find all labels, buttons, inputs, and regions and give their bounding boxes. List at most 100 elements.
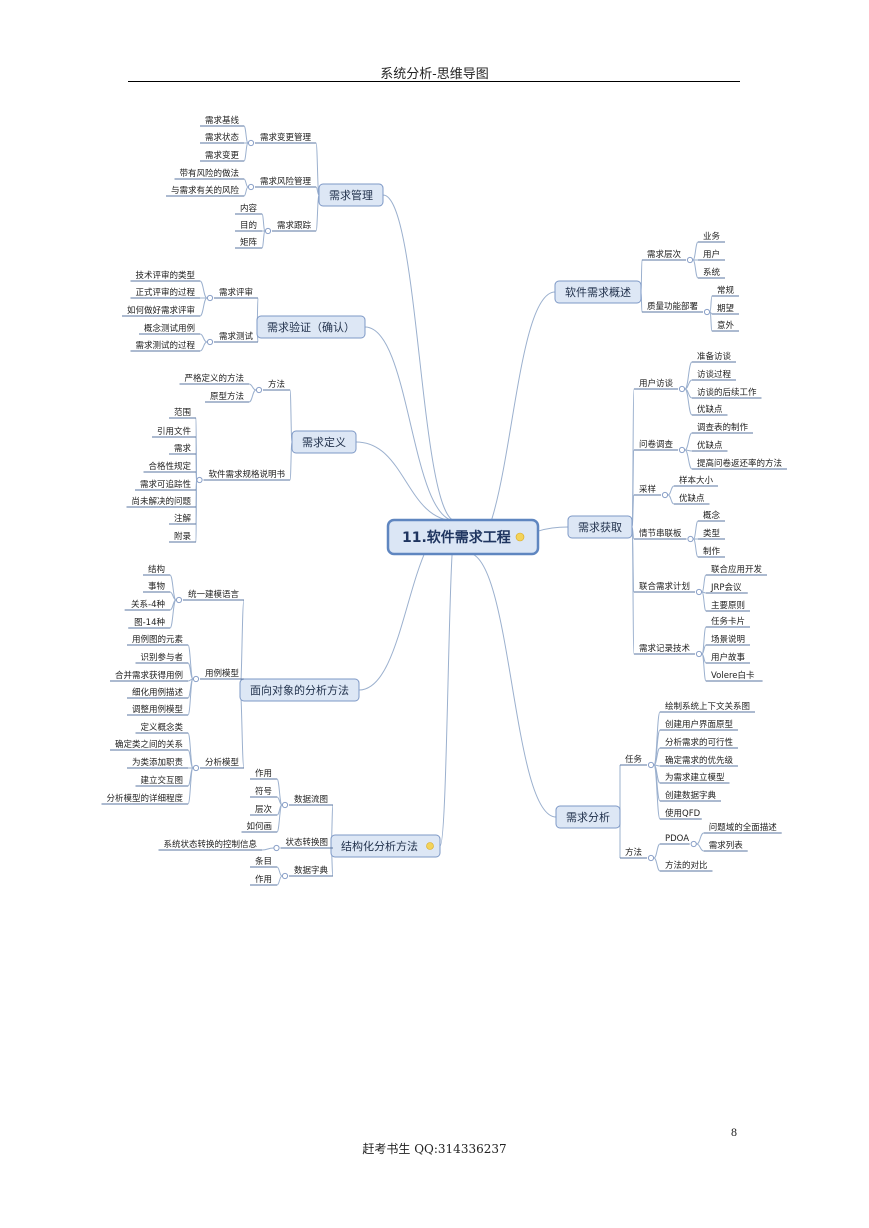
connector	[243, 142, 249, 162]
leaf-3-0-2: 关系-4种	[131, 599, 165, 610]
subtopic-r-1-4: 联合需求计划	[639, 581, 690, 592]
central-topic: 11.软件需求工程	[402, 529, 511, 546]
leaf-1-0-0: 技术评审的类型	[135, 270, 195, 281]
collapse-dot[interactable]	[281, 872, 289, 880]
connector	[243, 125, 249, 144]
leaf-2-1-7: 附录	[174, 531, 192, 542]
connector	[382, 194, 457, 522]
connector	[467, 291, 556, 554]
branch-3-box[interactable]	[239, 678, 360, 702]
leaf-2-1-6: 注解	[174, 513, 192, 524]
collapse-dot[interactable]	[247, 139, 255, 147]
collapse-dot[interactable]	[647, 761, 655, 769]
collapse-dot[interactable]	[206, 294, 214, 302]
branch-0: 需求管理	[329, 188, 373, 202]
collapse-dot[interactable]	[695, 650, 703, 658]
connector	[248, 383, 257, 391]
branch-1-box[interactable]	[256, 315, 366, 339]
connector	[692, 259, 699, 279]
subtopic-4-0: 数据流图	[294, 794, 328, 805]
collapse-dot[interactable]	[695, 588, 703, 596]
lightbulb-icon	[515, 532, 525, 542]
subtopic-0-1: 需求风险管理	[260, 176, 312, 187]
subtopic-r-1-5: 需求记录技术	[639, 643, 691, 654]
leaf-3-2-0: 定义概念类	[140, 722, 183, 733]
leaf-2-1-2: 需求	[174, 443, 192, 454]
leaf-2-0-1: 原型方法	[210, 391, 244, 402]
leaf-r-0-0-0: 业务	[703, 231, 721, 242]
connector	[653, 843, 661, 859]
collapse-dot[interactable]	[686, 256, 694, 264]
leaf-3-0-1: 事物	[148, 581, 166, 592]
collapse-dot[interactable]	[175, 596, 183, 604]
connector	[653, 857, 661, 872]
leaf-2-1-3: 合格性规定	[148, 461, 191, 472]
branch-r-1-box[interactable]	[567, 515, 633, 539]
collapse-dot[interactable]	[196, 476, 203, 484]
collapse-dot[interactable]	[678, 385, 686, 393]
collapse-dot[interactable]	[192, 675, 200, 683]
collapse-dot[interactable]	[661, 491, 669, 499]
leaf-r-1-4-1: JRP会议	[710, 582, 742, 593]
leaf-r-1-4-0: 联合应用开发	[711, 564, 763, 575]
connector	[243, 186, 249, 197]
collapse-dot[interactable]	[264, 227, 272, 235]
leaf-r-2-0-0: 绘制系统上下文关系图	[665, 701, 750, 712]
leaf-r-2-0-4: 为需求建立模型	[665, 772, 725, 783]
connector	[239, 689, 245, 769]
subtopic-r-0-0: 需求层次	[647, 249, 682, 260]
page-header: 系统分析-思维导图	[380, 67, 489, 82]
branch-2-box[interactable]	[291, 430, 357, 454]
branch-r-2-box[interactable]	[555, 805, 621, 829]
connector	[199, 333, 208, 343]
leaf-4-2-0: 条目	[255, 856, 272, 867]
collapse-dot[interactable]	[247, 183, 255, 191]
leaf-r-0-1-1: 期望	[717, 303, 735, 314]
branch-2: 需求定义	[302, 435, 346, 449]
leaf-1-1-0: 概念测试用例	[144, 323, 195, 334]
subtopic-r-1-0: 用户访谈	[639, 378, 674, 389]
leaf-r-2-0-6: 使用QFD	[665, 808, 701, 819]
collapse-dot[interactable]	[206, 338, 214, 346]
leaf-3-1-4: 调整用例模型	[132, 704, 184, 715]
collapse-dot[interactable]	[255, 386, 263, 394]
subtopic-2-0: 方法	[268, 379, 285, 390]
collapse-dot[interactable]	[647, 854, 655, 862]
collapse-dot[interactable]	[690, 840, 697, 848]
leaf-4-1-0: 系统状态转换的控制信息	[163, 839, 257, 850]
leaf-3-2-1: 确定类之间的关系	[115, 739, 183, 750]
branch-4-box[interactable]	[330, 834, 441, 858]
connector	[693, 520, 699, 540]
branch-0-box[interactable]	[318, 183, 384, 207]
branch-r-1: 需求获取	[578, 521, 622, 534]
connector	[701, 591, 707, 612]
connector	[187, 662, 194, 680]
connector	[187, 749, 194, 769]
branch-3: 面向对象的分析方法	[250, 683, 349, 697]
subtopic-1-1: 需求测试	[219, 331, 254, 342]
subtopic-r-2-1-0: PDOA	[665, 834, 689, 844]
subtopic-r-1-2: 采样	[639, 484, 657, 495]
collapse-dot[interactable]	[192, 764, 200, 772]
leaf-r-1-1-0: 调查表的制作	[697, 422, 749, 433]
collapse-dot[interactable]	[678, 446, 686, 454]
page-footer: 赶考书生 QQ:314336237	[362, 1142, 507, 1156]
connector	[667, 485, 675, 496]
subtopic-1-0: 需求评审	[219, 287, 253, 298]
branch-1: 需求验证（确认）	[267, 320, 355, 334]
collapse-dot[interactable]	[273, 844, 280, 852]
leaf-0-2-2: 矩阵	[240, 237, 258, 248]
subtopic-r-0-1: 质量功能部署	[647, 301, 699, 312]
leaf-1-1-1: 需求测试的过程	[135, 340, 195, 351]
branch-r-0-box[interactable]	[554, 280, 642, 304]
connector	[276, 875, 283, 886]
lightbulb-icon	[426, 842, 434, 850]
central-topic-box[interactable]	[386, 518, 540, 556]
leaf-r-1-0-3: 优缺点	[697, 404, 723, 415]
subtopic-r-1-1: 问卷调查	[639, 439, 674, 450]
leaf-r-1-4-2: 主要原则	[711, 600, 745, 611]
collapse-dot[interactable]	[703, 308, 711, 316]
collapse-dot[interactable]	[281, 801, 289, 809]
connector	[187, 767, 194, 805]
collapse-dot[interactable]	[687, 535, 694, 543]
